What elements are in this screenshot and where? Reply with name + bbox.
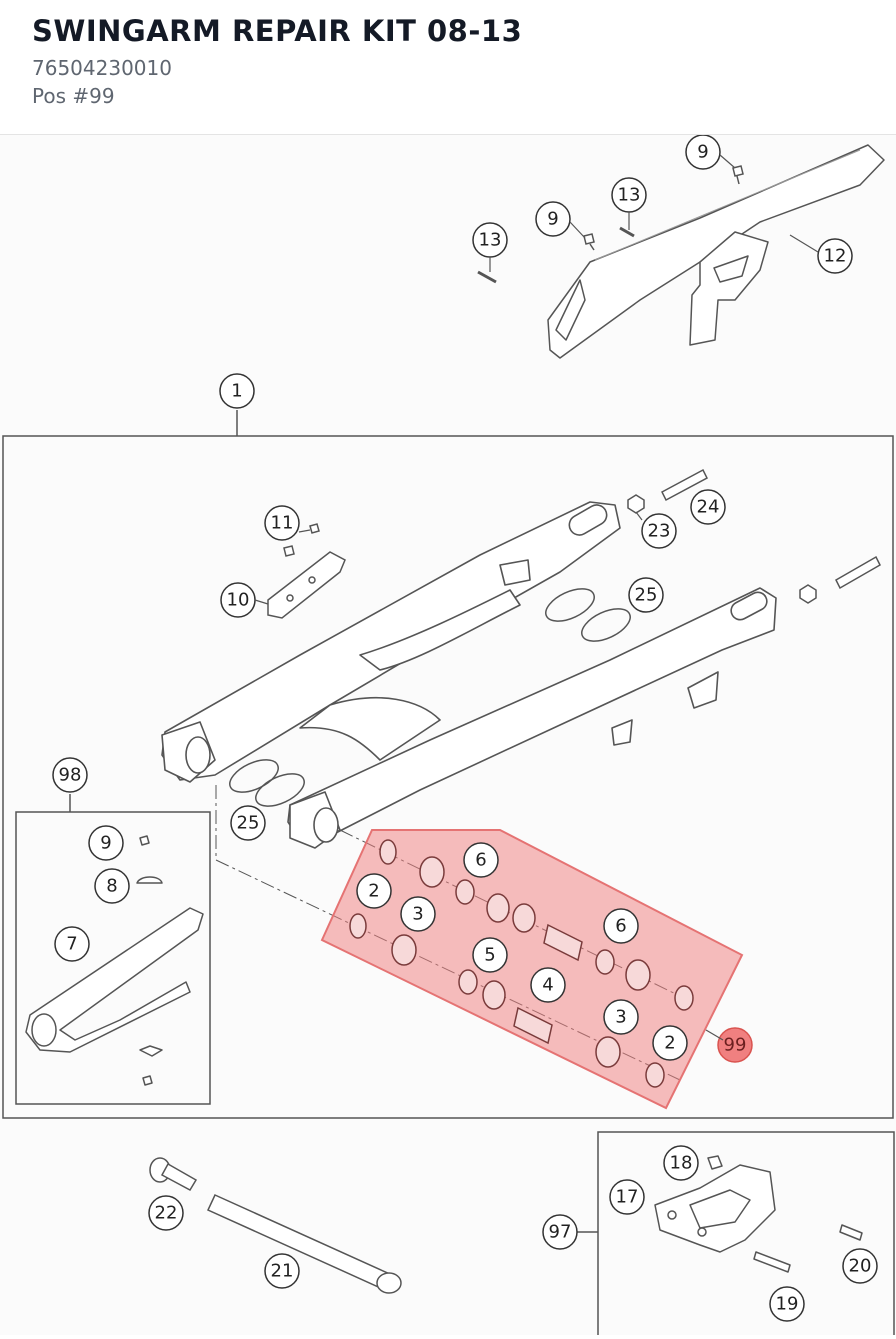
callout-circle — [663, 1145, 699, 1181]
box-98 — [15, 811, 211, 1105]
header: SWINGARM REPAIR KIT 08-13 76504230010 Po… — [0, 0, 896, 135]
callout-label: 25 — [237, 813, 260, 834]
callout-label: 25 — [635, 585, 658, 606]
chain-guard-drawing — [547, 144, 885, 359]
product-title: SWINGARM REPAIR KIT 08-13 — [32, 14, 523, 48]
exploded-parts-diagram: 9 13 9 13 12 1 11 10 23 24 25 98 9 8 7 2… — [0, 134, 896, 1339]
callout-circle — [603, 908, 639, 944]
callout-label: 17 — [616, 1187, 639, 1208]
callout-circle — [472, 937, 508, 973]
callout-circle — [264, 1253, 300, 1289]
callout-label: 9 — [697, 142, 708, 163]
position-label: Pos #99 — [32, 84, 115, 108]
callout-label-highlighted: 99 — [724, 1035, 747, 1056]
callout-circle — [603, 999, 639, 1035]
repair-kit-highlight — [320, 829, 744, 1110]
leader-lines — [254, 154, 819, 1041]
chain-guard-screws — [477, 165, 744, 284]
callout-circle — [641, 513, 677, 549]
callout-circle — [690, 489, 726, 525]
swingarm-drawing — [161, 501, 777, 849]
callout-circle — [264, 505, 300, 541]
callout-circle — [652, 1025, 688, 1061]
part-number: 76504230010 — [32, 56, 172, 80]
callout-circle — [400, 896, 436, 932]
callout-label: 10 — [227, 590, 250, 611]
callout-circle — [530, 967, 566, 1003]
callout-circle — [463, 842, 499, 878]
chain-guide-drawing — [654, 1155, 863, 1273]
swingarm-box — [2, 435, 894, 1119]
callout-circle — [842, 1248, 878, 1284]
seal-rings — [229, 588, 631, 807]
callout-label: 18 — [670, 1153, 693, 1174]
callout-circle — [52, 757, 88, 793]
callout-label: 3 — [615, 1007, 626, 1028]
swingarm-pivot-bolt — [149, 1157, 402, 1294]
callout-label: 13 — [479, 230, 502, 251]
callout-circle — [88, 825, 124, 861]
callout-label: 4 — [542, 975, 553, 996]
callout-label: 19 — [776, 1294, 799, 1315]
callout-label: 23 — [648, 521, 671, 542]
callout-circle — [219, 373, 255, 409]
callout-label: 3 — [412, 904, 423, 925]
callout-label: 22 — [155, 1203, 178, 1224]
callout-label: 13 — [618, 185, 641, 206]
callout-circle — [230, 805, 266, 841]
callout-label: 97 — [549, 1222, 572, 1243]
axle-parts — [627, 468, 881, 604]
callout-label: 5 — [484, 945, 495, 966]
callout-label: 9 — [100, 833, 111, 854]
callout-circle — [817, 238, 853, 274]
callout-circle — [628, 577, 664, 613]
callout-label: 12 — [824, 246, 847, 267]
callout-circle — [717, 1027, 753, 1063]
callout-circle — [535, 201, 571, 237]
callout-circle — [356, 873, 392, 909]
callout-label: 9 — [547, 209, 558, 230]
callout-label: 1 — [231, 381, 242, 402]
callout-label: 8 — [106, 876, 117, 897]
callout-circle — [685, 134, 721, 170]
box-97 — [597, 1131, 895, 1339]
callout-circle — [542, 1214, 578, 1250]
callout-label: 6 — [475, 850, 486, 871]
callout-label: 21 — [271, 1261, 294, 1282]
callout-label: 11 — [271, 513, 294, 534]
callout-circle — [769, 1286, 805, 1322]
callout-label: 24 — [697, 497, 720, 518]
callout-label: 98 — [59, 765, 82, 786]
diagram-svg: 9 13 9 13 12 1 11 10 23 24 25 98 9 8 7 2… — [2, 134, 895, 1339]
chain-slider-part — [267, 523, 346, 619]
callout-label: 2 — [664, 1033, 675, 1054]
callout-circle — [148, 1195, 184, 1231]
callout-label: 6 — [615, 916, 626, 937]
chain-slider-drawing — [25, 835, 204, 1086]
callout-circle — [94, 868, 130, 904]
callout-label: 7 — [66, 934, 77, 955]
callout-label: 20 — [849, 1256, 872, 1277]
callout-circle — [609, 1179, 645, 1215]
callout-label: 2 — [368, 881, 379, 902]
callout-circle — [54, 926, 90, 962]
bushing-parts — [349, 839, 694, 1088]
